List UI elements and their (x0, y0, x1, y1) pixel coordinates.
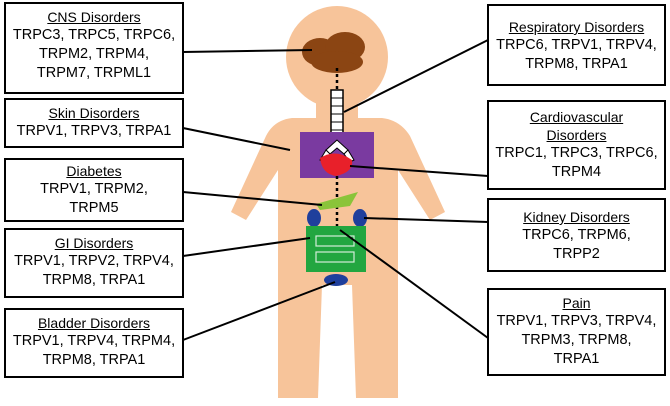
skin-disorders-box: Skin Disorders TRPV1, TRPV3, TRPA1 (4, 98, 184, 148)
bladder-title: Bladder Disorders (37, 315, 151, 331)
trachea-rings (331, 97, 343, 131)
resp-title: Respiratory Disorders (508, 19, 645, 35)
resp-line-1: TRPC6, TRPV1, TRPV4, (496, 37, 657, 53)
kidney-line-2: TRPP2 (553, 246, 600, 262)
cns-line-1: TRPC3, TRPC5, TRPC6, (12, 27, 176, 43)
diabetes-title: Diabetes (66, 163, 122, 179)
line-cardio (349, 165, 489, 177)
diabetes-line-2: TRPM5 (69, 200, 119, 216)
legs (278, 255, 398, 398)
gi-title: GI Disorders (54, 235, 134, 251)
cns-line-3: TRPM7, TRPML1 (36, 65, 152, 81)
pain-title: Pain (562, 295, 591, 311)
diabetes-line-1: TRPV1, TRPM2, (40, 181, 148, 197)
line-resp (343, 39, 489, 113)
connector-lines (182, 39, 489, 341)
line-pain (339, 229, 489, 339)
cardio-title-2: Disorders (546, 127, 607, 143)
cardiovascular-disorders-box: Cardiovascular Disorders TRPC1, TRPC3, T… (487, 100, 666, 190)
cardio-line-1: TRPC1, TRPC3, TRPC6, (495, 145, 658, 161)
gi-disorders-box: GI Disorders TRPV1, TRPV2, TRPV4, TRPM8,… (4, 228, 184, 298)
kidney-right (353, 209, 367, 227)
kidney-disorders-box: Kidney Disorders TRPC6, TRPM6, TRPP2 (487, 198, 666, 272)
bladder-line-1: TRPV1, TRPV4, TRPM4, (12, 333, 176, 349)
intestine (306, 226, 366, 272)
bladder-disorders-box: Bladder Disorders TRPV1, TRPV4, TRPM4, T… (4, 308, 184, 378)
cns-disorders-box: CNS Disorders TRPC3, TRPC5, TRPC6, TRPM2… (4, 2, 184, 94)
line-diabetes (182, 191, 323, 206)
respiratory-disorders-box: Respiratory Disorders TRPC6, TRPV1, TRPV… (487, 4, 666, 86)
diabetes-box: Diabetes TRPV1, TRPM2, TRPM5 (4, 158, 184, 222)
cardio-title: Cardiovascular (529, 109, 624, 125)
gi-line-1: TRPV1, TRPV2, TRPV4, (14, 253, 174, 269)
cardio-line-2: TRPM4 (551, 164, 602, 180)
line-kidney (363, 217, 489, 223)
line-bladder (182, 281, 336, 341)
pain-line-3: TRPA1 (553, 351, 600, 367)
pain-line-1: TRPV1, TRPV3, TRPV4, (496, 313, 657, 329)
gi-line-2: TRPM8, TRPA1 (42, 272, 146, 288)
heart (320, 153, 353, 176)
kidney-title: Kidney Disorders (523, 209, 630, 225)
cns-line-2: TRPM2, TRPM4, (38, 46, 150, 62)
pain-line-2: TRPM3, TRPM8, (521, 332, 632, 348)
brain (302, 32, 365, 73)
resp-line-2: TRPM8, TRPA1 (525, 56, 628, 72)
kidney-line-1: TRPC6, TRPM6, (522, 227, 631, 243)
kidney-left (307, 209, 321, 227)
pain-box: Pain TRPV1, TRPV3, TRPV4, TRPM3, TRPM8, … (487, 288, 666, 376)
skin-line-1: TRPV1, TRPV3, TRPA1 (16, 123, 172, 139)
line-skin (182, 127, 291, 151)
pancreas (316, 192, 358, 210)
bladder-line-2: TRPM8, TRPA1 (42, 352, 146, 368)
line-gi (182, 237, 311, 257)
skin-title: Skin Disorders (48, 105, 140, 121)
line-cns (182, 49, 313, 53)
cns-title: CNS Disorders (47, 9, 141, 25)
